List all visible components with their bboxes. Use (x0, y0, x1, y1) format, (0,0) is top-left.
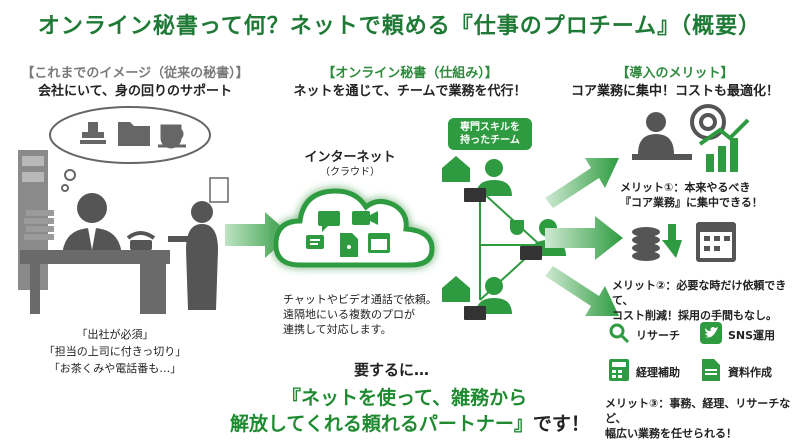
growth-chart-icon (698, 118, 750, 172)
summary-tail: です！ (532, 413, 590, 435)
down-arrow-icon (662, 224, 682, 258)
description-line: 連携して対応します。 (283, 323, 392, 336)
telephone-icon (126, 231, 156, 250)
stamp-icon (80, 122, 106, 144)
traditional-quotes: 「出社が必須」 「担当の上司に付きっ切り」 「お茶くみや電話番も…」 (40, 326, 190, 377)
summary-line-1: 『ネットを使って、雑務から (282, 387, 528, 409)
paper-stack (24, 210, 54, 240)
merit-3-line: メリット③：事務、経理、リサーチなど、 (605, 397, 791, 425)
home-icon (442, 156, 470, 182)
task-sns: SNS運用 (728, 329, 776, 342)
calculator-icon (609, 359, 629, 381)
left-section-heading: 【これまでのイメージ（従来の秘書）】 (21, 66, 249, 81)
quote-line: 「お茶くみや電話番も…」 (48, 362, 182, 375)
middle-section-heading: 【オンライン秘書（仕組み）】 (322, 66, 498, 81)
calendar-icon (368, 233, 390, 253)
cloud-title: インターネット (304, 150, 396, 165)
remote-team-network (442, 156, 566, 320)
folder-icon (118, 122, 150, 146)
coffee-cup-icon (158, 124, 186, 149)
target-icon (690, 104, 726, 140)
traditional-office-illustration (18, 106, 229, 314)
clipboard-icon (209, 177, 229, 203)
summary-line-2: 解放してくれる頼れるパートナー』 (230, 413, 533, 435)
merit-2-line: コスト削減！採用の手間もなし。 (612, 309, 777, 322)
team-member-icon (464, 159, 512, 202)
task-documents: 資料作成 (728, 366, 772, 379)
left-section-subheading: 会社にいて、身の回りのサポート (38, 84, 232, 99)
cloud-subtitle: （クラウド） (320, 167, 380, 178)
search-icon (609, 323, 630, 344)
description-line: チャットやビデオ通話で依頼。 (283, 293, 437, 306)
team-member-icon (464, 277, 512, 320)
right-section-heading: 【導入のメリット】 (616, 66, 734, 81)
team-badge: 専門スキルを 持ったチーム (448, 118, 532, 150)
share-document-icon (340, 233, 358, 257)
summary-line-2-wrap: 解放してくれる頼れるパートナー』です！ (230, 409, 590, 436)
chat-bubble-icon (318, 211, 340, 232)
office-desk (20, 250, 170, 314)
video-camera-icon (352, 211, 378, 225)
coin-stack-icon (632, 227, 660, 261)
mechanism-description: チャットやビデオ通話で依頼。 遠隔地にいる複数のプロが 連携して対応します。 (283, 292, 453, 337)
coffee-cup-icon (510, 220, 524, 235)
description-line: 遠隔地にいる複数のプロが (283, 308, 415, 321)
bird-icon (700, 322, 722, 344)
merit-3: メリット③：事務、経理、リサーチなど、 幅広い業務を任せられる！ (605, 396, 797, 441)
core-work-illustration (632, 104, 750, 172)
arrow-middle (545, 216, 623, 260)
team-badge-line: 専門スキルを (460, 122, 520, 133)
merit-3-line: 幅広い業務を任せられる！ (605, 427, 737, 440)
task-research: リサーチ (636, 329, 680, 342)
merit-2-line: メリット②：必要な時だけ依頼できて、 (612, 279, 787, 307)
boss-figure (62, 193, 122, 260)
home-icon (442, 276, 470, 302)
merit-1-line: メリット①：本来やるべき (620, 181, 751, 194)
message-icon (306, 235, 324, 249)
team-badge-line: 持ったチーム (460, 135, 520, 146)
flow-arrows-right (545, 158, 623, 316)
quote-line: 「出社が必須」 (76, 328, 154, 341)
cost-illustration (632, 222, 736, 262)
merit-1-line: 『コア業務』に集中できる！ (620, 196, 763, 209)
thought-bubble (49, 106, 211, 192)
task-accounting: 経理補助 (636, 366, 680, 379)
quote-line: 「担当の上司に付きっ切り」 (43, 345, 187, 358)
calendar-icon (696, 222, 736, 262)
page-title: オンライン秘書って何？ネットで頼める『仕事のプロチーム』（概要） (37, 14, 762, 39)
merit-1: メリット①：本来やるべき 『コア業務』に集中できる！ (620, 180, 790, 210)
summary-lead: 要するに… (354, 361, 430, 379)
right-section-subheading: コア業務に集中！コストも最適化！ (570, 84, 779, 99)
arrow-down (545, 266, 619, 316)
document-icon (702, 359, 720, 381)
secretary-figure (168, 201, 218, 310)
internet-cloud (273, 188, 435, 268)
middle-section-subheading: ネットを通じて、チームで業務を代行！ (293, 84, 527, 99)
person-at-desk-icon (632, 112, 692, 160)
merit-2: メリット②：必要な時だけ依頼できて、 コスト削減！採用の手間もなし。 (612, 278, 797, 323)
arrow-up (545, 158, 619, 208)
